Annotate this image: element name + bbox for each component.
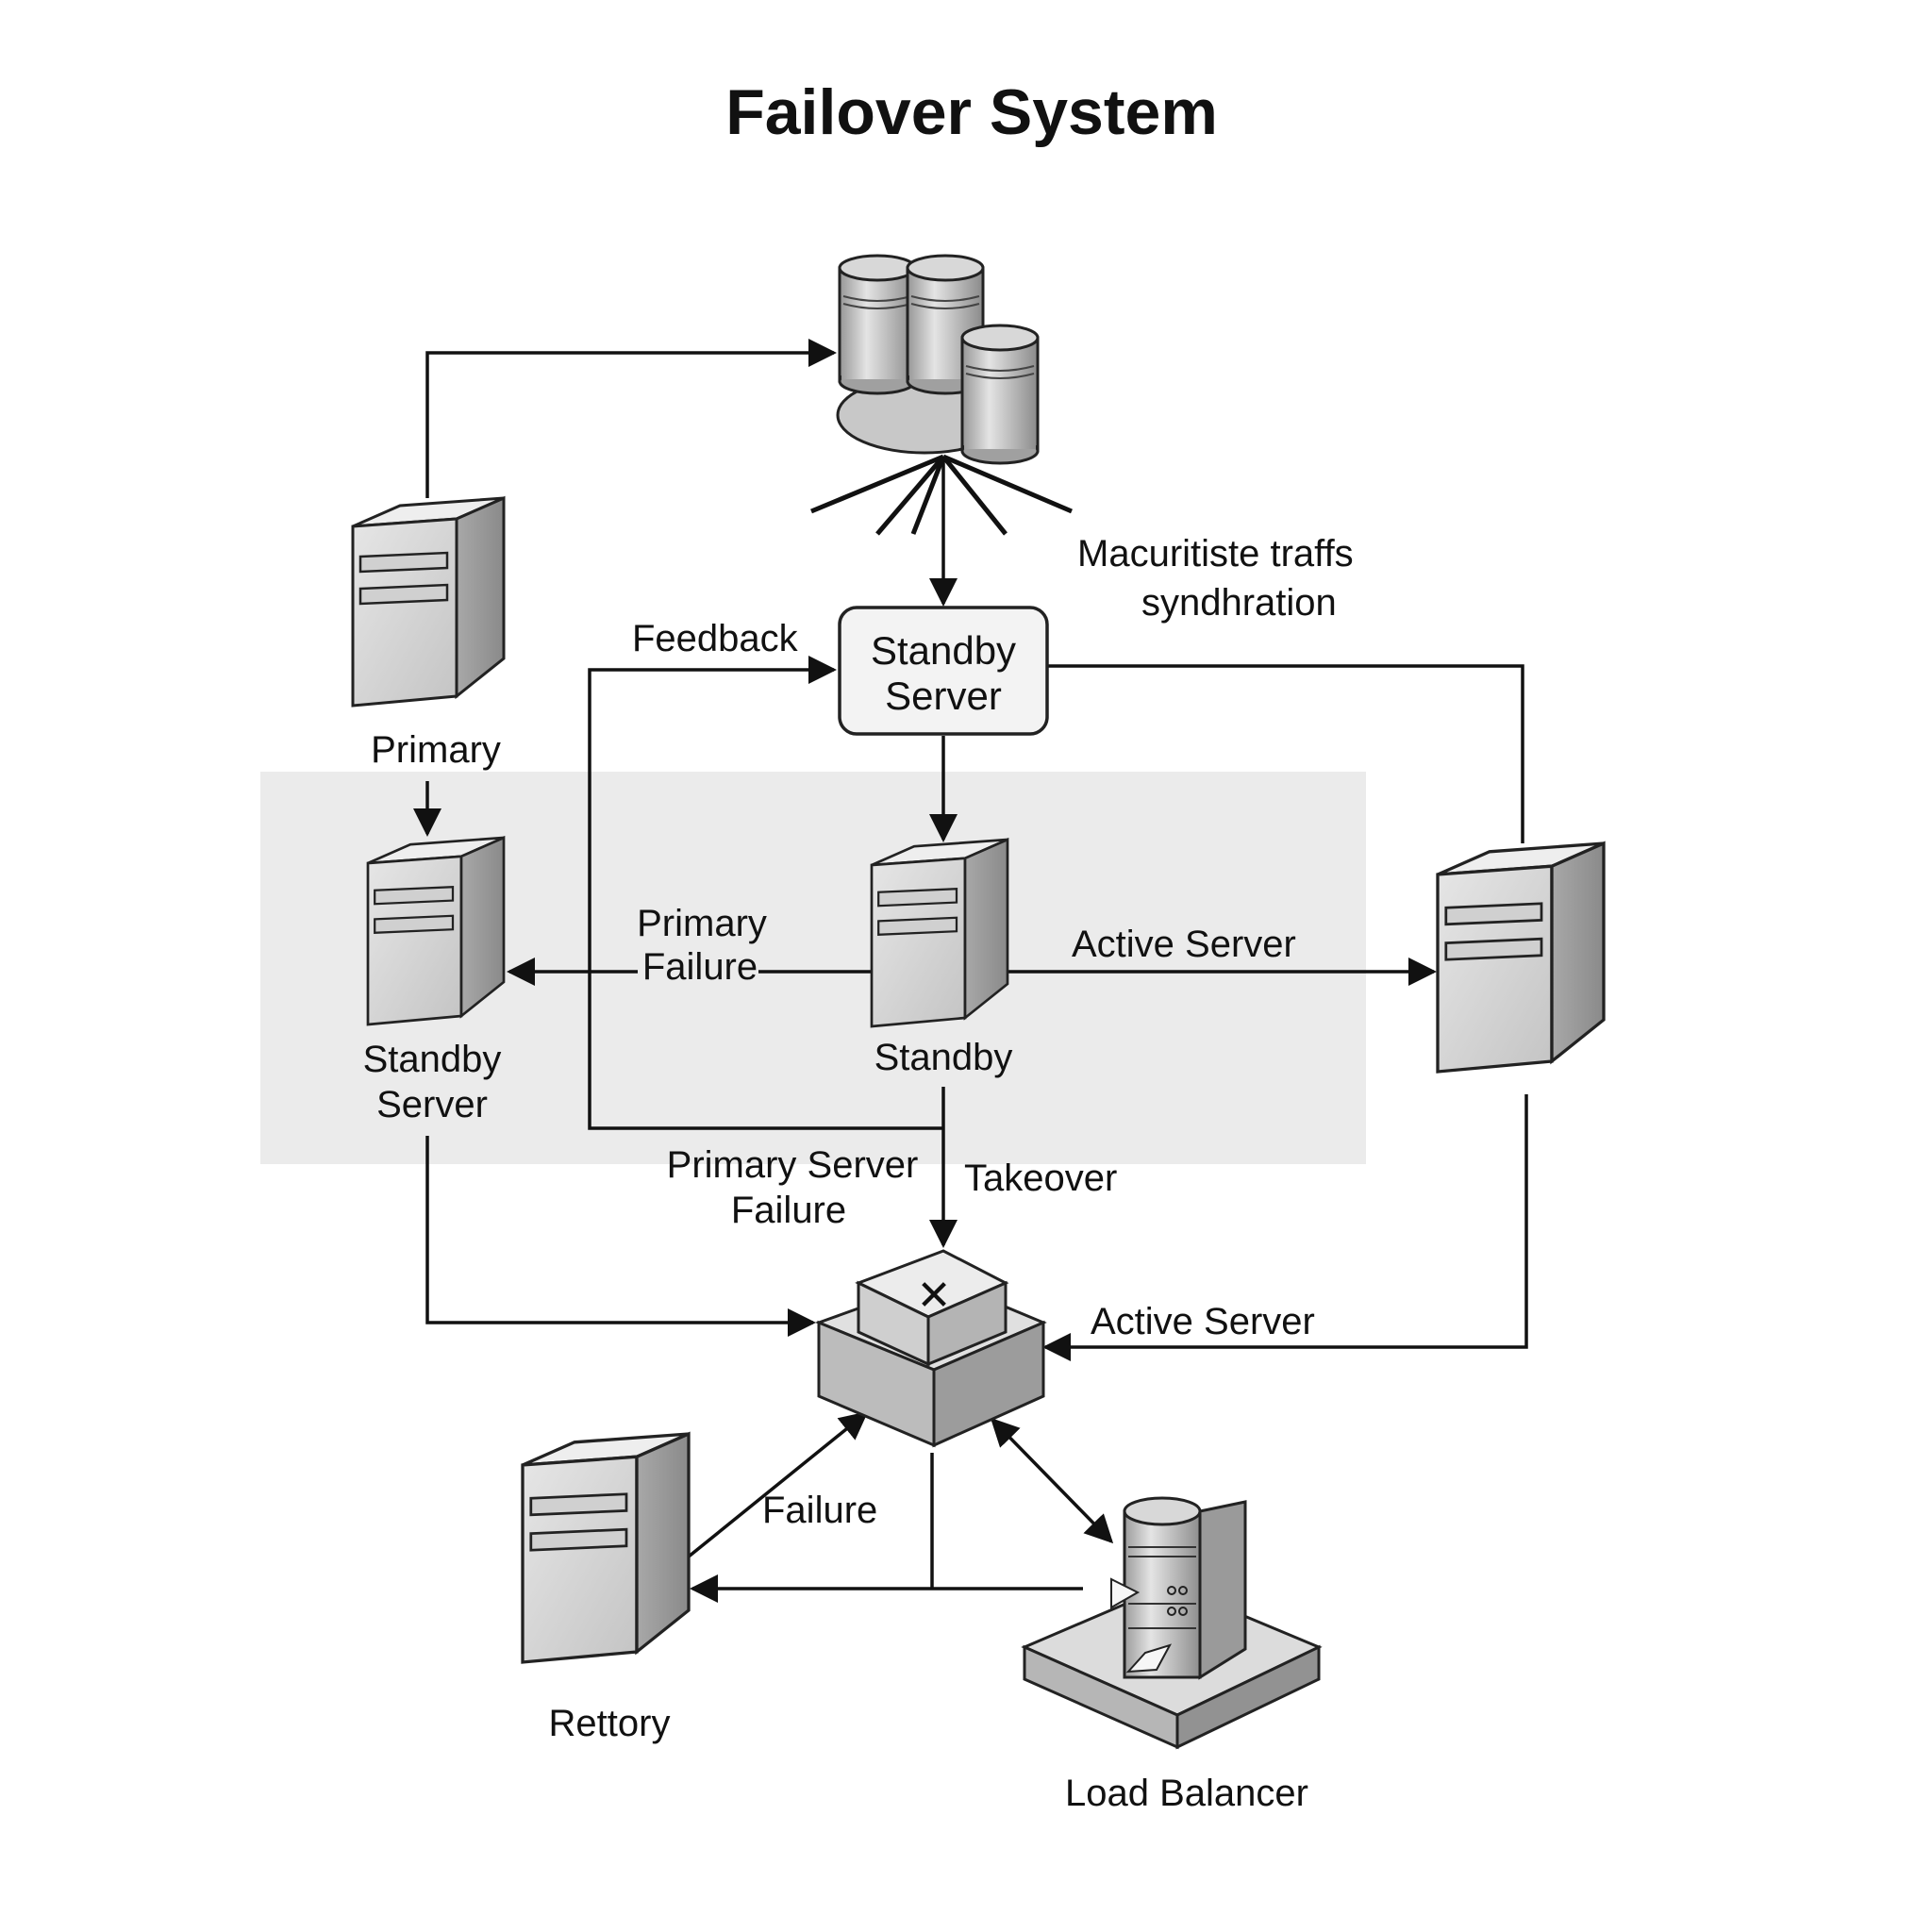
standby-server-left[interactable]: Standby Server [363,836,506,1125]
server-icon [1436,841,1606,1074]
standby-left-label-line2: Server [376,1084,488,1125]
rettory-server[interactable]: Rettory [521,1432,691,1744]
edge-feedback [588,656,943,1130]
sync-label-line1: Macuritiste traffs [1077,533,1354,575]
load-balancer[interactable]: Load Balancer [1021,1496,1323,1814]
failure-label: Failure [762,1490,877,1531]
server-icon [870,838,1009,1028]
primary-server-failure-label-line2: Failure [731,1190,846,1231]
server-icon [351,496,506,708]
edge-primary-to-database [425,339,837,498]
feedback-label: Feedback [632,618,799,659]
right-server[interactable] [1436,841,1606,1074]
edge-failure [687,1411,869,1558]
server-icon [521,1432,691,1664]
edge-active-server-lower [1042,1094,1528,1361]
active-server-upper-label: Active Server [1072,924,1296,965]
primary-failure-label-bg [638,943,758,989]
primary-label: Primary [371,729,501,771]
load-balancer-icon [1021,1496,1323,1750]
standby-server-box-line1: Standby [871,628,1016,673]
standby-server-center[interactable]: Standby [870,838,1013,1078]
primary-failure-label-line2: Failure [642,946,758,988]
switch-icon [814,1249,1047,1448]
standby-server-box-line2: Server [885,674,1002,718]
standby-center-label: Standby [874,1037,1013,1078]
takeover-label: Takeover [964,1158,1117,1199]
switch-x-mark: ✕ [917,1272,952,1320]
database-cluster-icon [810,254,1073,536]
switch[interactable]: ✕ [814,1249,1047,1448]
edge-standby-box-to-right-server [1047,664,1524,843]
page-title: Failover System [725,76,1218,148]
primary-failure-label-line1: Primary [637,903,767,944]
standby-server-box[interactable]: Standby Server [838,606,1049,736]
primary-server[interactable]: Primary [351,496,506,771]
edge-standby-left-to-switch [425,1136,816,1337]
active-server-lower-label: Active Server [1091,1301,1315,1342]
sync-label-line2: syndhration [1141,582,1337,624]
load-balancer-label: Load Balancer [1065,1773,1308,1814]
edge-switch-load-balancer [990,1417,1114,1544]
primary-server-failure-label-line1: Primary Server [667,1144,919,1186]
standby-left-label-line1: Standby [363,1039,502,1080]
server-icon [366,836,506,1026]
rettory-label: Rettory [549,1703,671,1744]
